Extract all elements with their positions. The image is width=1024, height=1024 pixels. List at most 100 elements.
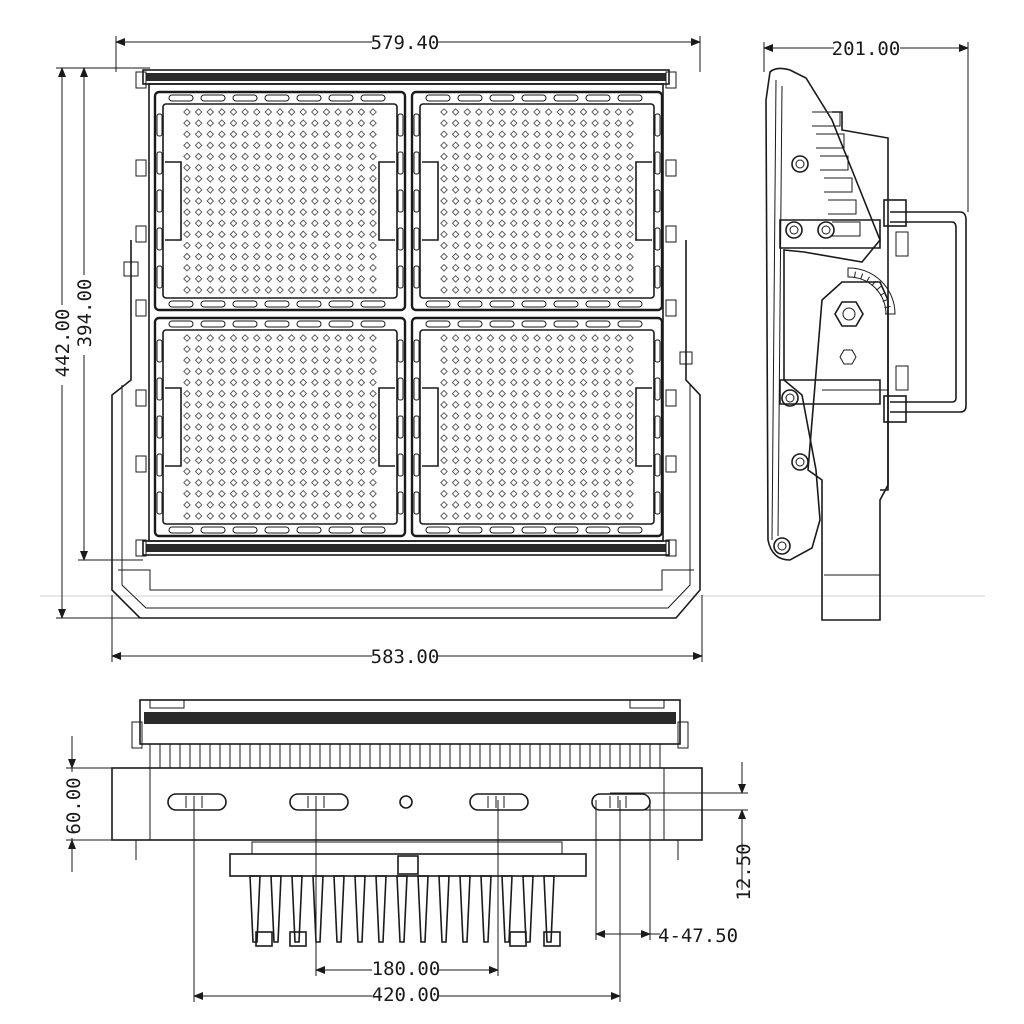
led-chip — [264, 208, 273, 216]
led-chip — [602, 163, 611, 172]
led-chip — [276, 252, 284, 261]
led-chip — [334, 501, 342, 509]
side-bolt-center — [785, 393, 795, 403]
led-chip — [241, 356, 249, 365]
led-chip — [533, 197, 541, 205]
led-chip — [475, 230, 483, 239]
front-yoke-inner — [121, 385, 691, 609]
led-chip — [486, 389, 495, 398]
led-chip — [311, 174, 319, 183]
led-chip — [509, 186, 518, 194]
led-chip — [463, 456, 472, 465]
led-chip — [626, 119, 634, 127]
led-chip — [463, 186, 472, 194]
led-chip — [463, 345, 472, 353]
led-chip — [183, 108, 191, 116]
led-chip — [183, 400, 191, 409]
led-module-slot — [156, 377, 163, 401]
led-chip — [264, 389, 273, 398]
led-chip — [369, 367, 377, 376]
led-chip — [322, 378, 331, 387]
led-chip — [229, 412, 238, 420]
led-chip — [544, 163, 553, 172]
side-handle-clamp-bottom — [883, 395, 907, 423]
led-chip — [183, 230, 191, 239]
side-yoke-arm — [807, 281, 889, 621]
led-chip — [369, 152, 377, 161]
led-module-frame — [410, 90, 664, 312]
led-chip — [241, 389, 249, 398]
led-chip — [311, 208, 319, 216]
led-chip — [556, 241, 565, 250]
led-chip — [206, 400, 215, 409]
led-chip — [463, 163, 472, 172]
led-chip — [463, 367, 472, 376]
led-chip — [568, 252, 576, 261]
led-chip — [276, 378, 284, 387]
led-chip — [322, 423, 331, 431]
led-chip — [440, 400, 448, 409]
led-chip — [369, 445, 377, 454]
led-chip — [299, 263, 308, 272]
led-chip — [206, 208, 215, 216]
led-chip — [287, 412, 296, 420]
led-chip — [568, 389, 576, 398]
led-chip — [614, 130, 623, 139]
led-chip — [626, 356, 634, 365]
led-chip — [614, 456, 623, 465]
led-chip — [194, 163, 203, 172]
led-chip — [322, 412, 331, 420]
led-chip — [276, 119, 284, 127]
led-chip — [626, 219, 634, 228]
dim-outer-span: 420.00 — [372, 984, 441, 1006]
front-side-tab — [135, 71, 147, 89]
led-chip — [498, 512, 506, 520]
bottom-driver-fin — [417, 875, 429, 943]
led-chip — [475, 152, 483, 161]
led-chip — [252, 275, 261, 283]
led-chip — [568, 163, 576, 172]
led-chip — [614, 186, 623, 194]
led-chip — [451, 423, 460, 431]
led-chip — [311, 163, 319, 172]
led-chip — [602, 241, 611, 250]
led-chip — [194, 130, 203, 139]
led-module-slot — [328, 320, 354, 328]
led-chip — [568, 467, 576, 476]
led-chip — [287, 286, 296, 294]
led-chip — [521, 378, 530, 387]
led-chip — [556, 141, 565, 150]
led-chip — [521, 445, 530, 454]
led-chip — [568, 219, 576, 228]
led-chip — [440, 119, 448, 127]
led-chip — [345, 334, 354, 342]
led-chip — [486, 412, 495, 420]
led-chip — [463, 356, 472, 365]
bottom-top-fin — [609, 743, 621, 769]
led-module-slot — [654, 265, 661, 289]
led-module-slot — [264, 94, 290, 102]
led-chip — [451, 152, 460, 161]
led-chip — [440, 286, 448, 294]
led-chip — [264, 512, 273, 520]
led-chip — [486, 501, 495, 509]
led-chip — [218, 445, 226, 454]
led-chip — [486, 367, 495, 376]
led-chip — [264, 345, 273, 353]
led-chip — [486, 263, 495, 272]
led-chip — [568, 208, 576, 216]
led-chip — [626, 512, 634, 520]
led-chip — [357, 286, 366, 294]
led-chip — [602, 230, 611, 239]
led-module-slot — [200, 320, 226, 328]
led-chip — [287, 263, 296, 272]
bottom-driver-fin — [438, 875, 450, 943]
led-chip — [299, 501, 308, 509]
led-chip — [544, 478, 553, 487]
led-chip — [299, 119, 308, 127]
led-chip — [440, 434, 448, 442]
led-chip — [322, 400, 331, 409]
led-chip — [241, 378, 249, 387]
led-chip — [475, 412, 483, 420]
led-chip — [322, 512, 331, 520]
